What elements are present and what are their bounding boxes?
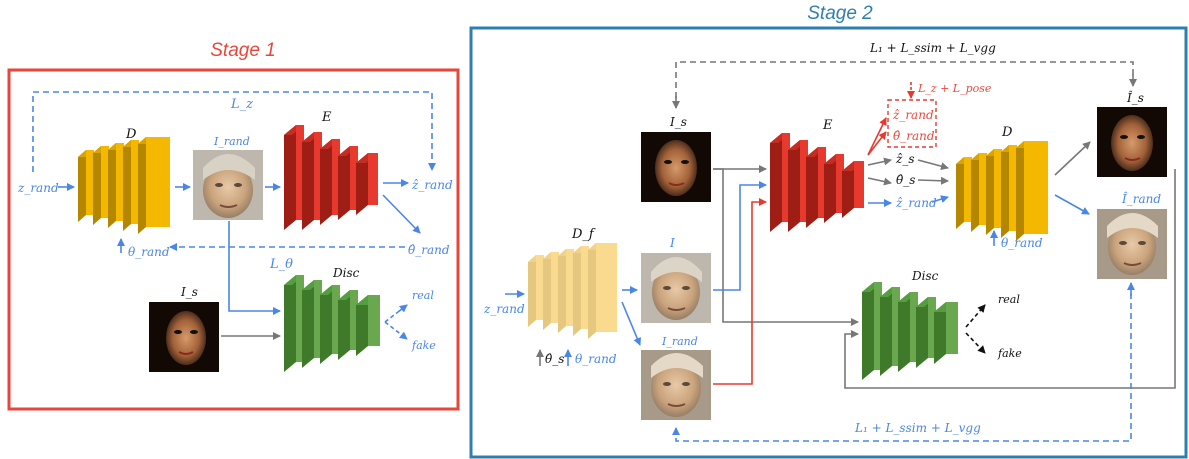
stage2-i-image (641, 253, 711, 323)
stage1-encoder (284, 125, 378, 230)
stage2-frozen-decoder (528, 243, 617, 339)
stage1-theta-rand: θ_rand (128, 245, 170, 259)
stage2-z-hat-rand-box: ẑ_rand (892, 108, 934, 122)
stage2-title: Stage 2 (807, 3, 873, 24)
stage1-i-s-label: I_s (180, 285, 198, 299)
stage2-i-hat-s-image (1097, 107, 1167, 177)
stage2-i-rand-label: I_rand (661, 335, 698, 348)
stage1-discriminator (284, 275, 380, 372)
stage1-encoder-label: E (321, 110, 332, 125)
stage2-bottom-loop (672, 283, 1132, 442)
stage2-theta-hat-s-input: θ̂_s (545, 352, 564, 366)
stage2-frame (469, 26, 1188, 459)
stage2-z-hat-rand: ẑ_rand (895, 196, 937, 210)
stage2-theta-rand-input: θ_rand (575, 352, 617, 366)
stage2-top-loop (675, 61, 1134, 108)
stage1-i-rand-image (193, 150, 263, 220)
stage1-title: Stage 1 (210, 40, 276, 61)
stage1-disc-label: Disc (332, 266, 360, 280)
stage2-decoder-label: D (1001, 125, 1013, 140)
stage2-i-rand-image (641, 350, 711, 420)
stage2-rand-estimates-box (887, 99, 937, 148)
stage1-theta-hat-rand: θ̂_rand (408, 243, 450, 257)
stage1-frame (7, 68, 460, 411)
stage1-decoder-label: D (125, 127, 137, 142)
stage2-i-hat-rand-label: Î_rand (1121, 191, 1161, 206)
stage2-fake: fake (997, 347, 1022, 360)
stage2-disc-label: Disc (911, 269, 939, 283)
stage2-z-rand: z_rand (483, 302, 525, 316)
stage1-z-hat-rand: ẑ_rand (411, 178, 453, 192)
stage2-encoder-label: E (822, 118, 833, 133)
stage2-i-hat-s-label: Î_s (1126, 90, 1144, 105)
stage2-decoder (956, 141, 1048, 241)
stage2-loss-bottom: L₁ + L_ssim + L_vgg (854, 421, 981, 435)
stage2-real: real (998, 293, 1020, 306)
stage2-loss-pose: L_z + L_pose (917, 82, 992, 95)
stage2-theta-rand-decoder: θ_rand (1001, 236, 1043, 250)
stage1-loss-z: L_z (230, 97, 253, 112)
stage1-z-rand: z_rand (17, 181, 59, 195)
stage2-z-hat-s: ẑ_s (895, 152, 914, 166)
stage1-lz-loop (32, 91, 436, 172)
stage1-real: real (412, 289, 434, 302)
stage2-discriminator (862, 282, 958, 380)
stage1-decoder (78, 137, 170, 234)
stage2-theta-hat-s: θ̂_s (896, 173, 915, 187)
stage2-frozen-decoder-label: D_f (571, 227, 596, 242)
stage2-i-label: I (669, 236, 675, 250)
stage2-encoder (770, 133, 864, 232)
stage2-i-hat-rand-image (1097, 209, 1167, 279)
stage1-i-rand-label: I_rand (213, 135, 250, 148)
stage1-loss-theta: L_θ (269, 257, 293, 272)
stage2-loss-top: L₁ + L_ssim + L_vgg (869, 41, 996, 55)
stage2-i-s-label: I_s (669, 115, 687, 129)
stage2-i-s-image (641, 132, 711, 202)
stage2-theta-hat-rand: θ̂_rand (893, 129, 935, 143)
stage1-fake: fake (411, 339, 436, 352)
stage1-i-s-image (149, 302, 219, 372)
